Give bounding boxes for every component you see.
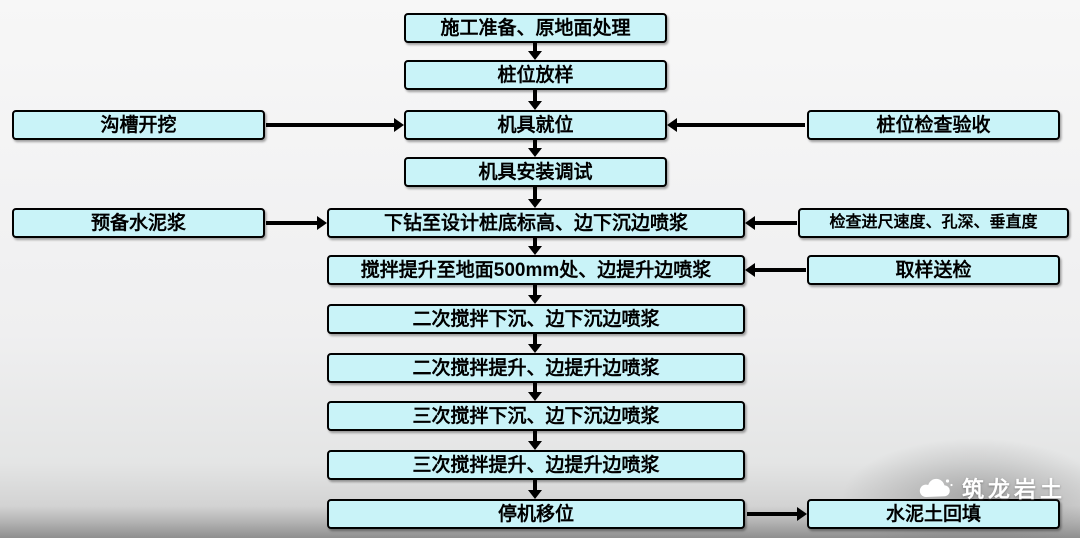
node-pile-stakeout: 桩位放样 [404,60,667,90]
node-second-sink: 二次搅拌下沉、边下沉边喷浆 [327,304,745,334]
node-check-rate: 检查进尺速度、孔深、垂直度 [798,208,1069,238]
arrow-lift500-to-sink2 [528,285,542,304]
node-pile-check: 桩位检查验收 [807,110,1060,140]
arrow-sink2-to-lift2 [528,334,542,353]
arrow-stakeout-to-rig [528,90,542,110]
node-third-lift: 三次搅拌提升、边提升边喷浆 [327,450,745,480]
arrow-sink3-to-lift3 [528,431,542,450]
arrow-trench-to-rig [266,118,404,132]
arrow-prep-to-stakeout [528,43,542,60]
arrow-pilecheck-to-rig [667,118,805,132]
node-construction-prep: 施工准备、原地面处理 [404,13,667,43]
arrow-slurry-to-drill [266,216,327,230]
arrow-install-to-drill [528,187,542,208]
watermark-zone: 筑龙岩土 [856,468,1066,508]
arrow-lift2-to-sink3 [528,383,542,401]
node-rig-in-place: 机具就位 [404,110,667,140]
arrow-sampling-to-lift [745,263,806,277]
node-stop-shift: 停机移位 [327,499,745,529]
arrow-stop-to-backfill [747,507,807,521]
node-third-sink: 三次搅拌下沉、边下沉边喷浆 [327,401,745,431]
arrow-rig-to-install [528,140,542,157]
node-rig-install: 机具安装调试 [404,157,667,187]
node-second-lift: 二次搅拌提升、边提升边喷浆 [327,353,745,383]
cloud-logo-icon [916,476,954,500]
node-backfill: 水泥土回填 [807,499,1060,529]
watermark-brand: 筑龙岩土 [961,477,1066,502]
arrow-checkrate-to-drill [745,216,797,230]
node-trench-excavation: 沟槽开挖 [12,110,265,140]
arrow-drill-to-lift500 [528,238,542,255]
node-cement-slurry: 预备水泥浆 [12,208,265,238]
node-lift-500: 搅拌提升至地面500mm处、边提升边喷浆 [327,255,745,285]
node-drill-down: 下钻至设计桩底标高、边下沉边喷浆 [327,208,745,238]
arrow-lift3-to-stop [528,480,542,499]
node-sampling: 取样送检 [807,255,1060,285]
